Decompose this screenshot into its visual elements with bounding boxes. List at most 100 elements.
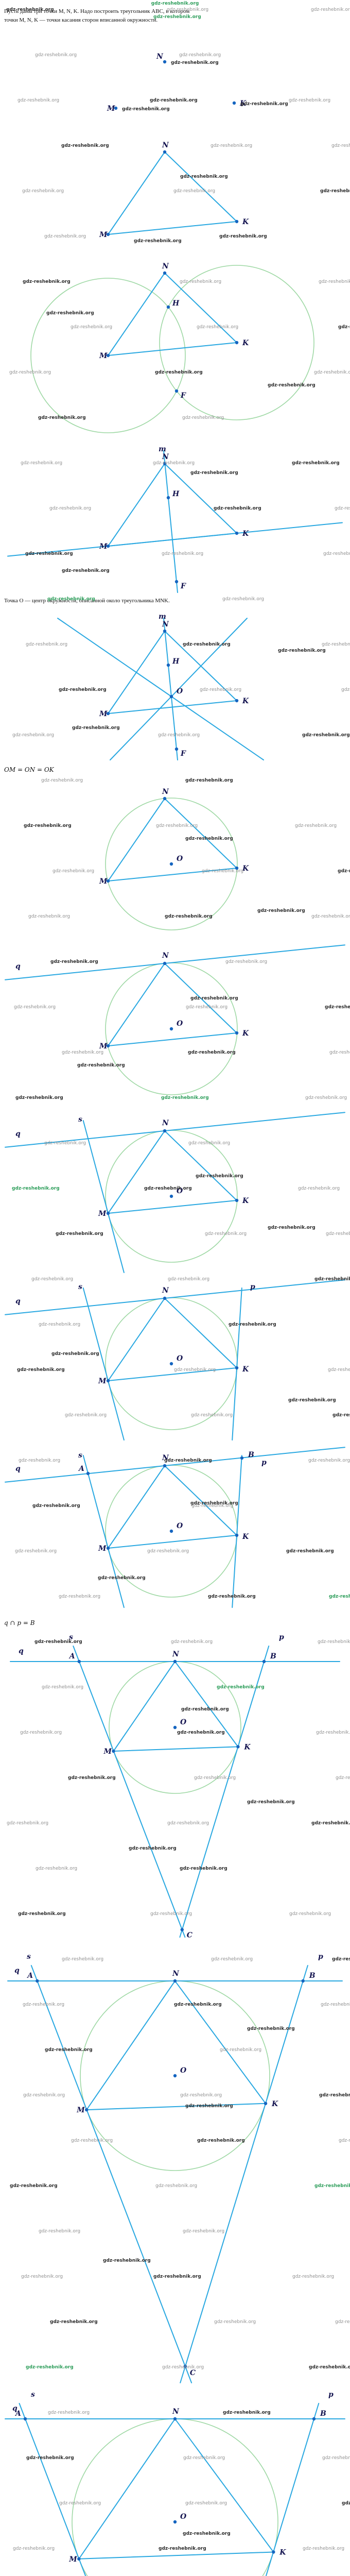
- point-label-F: F: [180, 392, 186, 400]
- construction-line: [108, 963, 165, 1046]
- point-label-N: N: [162, 1286, 169, 1295]
- point-dot-M: [112, 1749, 115, 1753]
- line-label-s: s: [31, 2391, 35, 2399]
- point-label-K: K: [242, 697, 249, 705]
- point-label-B: B: [248, 1451, 254, 1459]
- point-label-A: A: [14, 2410, 21, 2418]
- construction-line: [108, 1200, 237, 1214]
- point-dot-M: [77, 2557, 81, 2561]
- problem-statement: Пусть даны три точки M, N, K. Надо постр…: [4, 7, 346, 24]
- construction-line: [108, 868, 237, 882]
- point-dot-N: [163, 629, 167, 633]
- construction-line: [73, 1646, 186, 1938]
- construction-line: [57, 618, 264, 760]
- point-dot-O: [169, 694, 173, 699]
- construction-line: [164, 1298, 237, 1368]
- construction-line: [108, 221, 237, 235]
- construction-line: [19, 2403, 86, 2576]
- point-label-M: M: [76, 2106, 85, 2114]
- construction-line: [164, 963, 237, 1033]
- point-dot-A: [86, 1471, 90, 1476]
- point-dot-N: [163, 271, 167, 275]
- construction-line: [174, 1980, 266, 2104]
- construction-line: [164, 463, 237, 534]
- point-dot-N: [163, 1296, 167, 1300]
- construction-circle: [30, 278, 186, 433]
- construction-line: [164, 151, 237, 222]
- watermark: gdz-reshebnik.org: [268, 1225, 316, 1230]
- construction-circle: [72, 2418, 278, 2576]
- point-dot-K: [264, 2102, 268, 2105]
- line-label-q: q: [19, 1647, 24, 1655]
- point-dot-M: [106, 1211, 110, 1215]
- point-dot-N: [163, 961, 167, 965]
- point-dot-K: [235, 341, 239, 345]
- line-label-s: s: [69, 1633, 73, 1641]
- point-dot-M: [106, 1546, 110, 1550]
- point-dot-O: [173, 2074, 177, 2078]
- watermark: gdz-reshebnik.org: [134, 239, 182, 244]
- construction-line: [82, 1287, 125, 1440]
- construction-line: [78, 2418, 176, 2560]
- line-label-p: p: [279, 1633, 284, 1641]
- point-label-N: N: [162, 788, 169, 796]
- point-label-M: M: [99, 352, 108, 360]
- construction-line: [7, 522, 343, 557]
- point-label-N: N: [162, 620, 169, 629]
- watermark: gdz-reshebnik.org: [240, 101, 288, 107]
- point-label-H: H: [172, 490, 180, 498]
- diagram-points: NMKgdz-reshebnik.orggdz-reshebnik.orggdz…: [107, 53, 288, 113]
- point-label-N: N: [162, 141, 169, 149]
- construction-line: [82, 1455, 125, 1608]
- line-label-p: p: [261, 1459, 267, 1467]
- point-label-F: F: [180, 750, 186, 758]
- point-dot-O: [173, 1725, 177, 1730]
- point-dot-N: [163, 60, 167, 64]
- point-label-K: K: [242, 339, 249, 347]
- point-dot-K: [235, 531, 239, 535]
- point-dot-K: [235, 1533, 239, 1537]
- point-dot-N: [163, 1464, 167, 1468]
- point-dot-B: [240, 1456, 244, 1460]
- point-dot-M: [106, 879, 110, 883]
- point-label-K: K: [271, 2100, 278, 2108]
- line-label-s: s: [78, 1115, 82, 1124]
- watermark: gdz-reshebnik.org: [180, 174, 228, 179]
- point-dot-F: [174, 580, 179, 584]
- point-label-K: K: [242, 865, 249, 873]
- point-label-C: C: [187, 1931, 192, 1940]
- watermark-top: gdz-reshebnik.org: [151, 1, 199, 6]
- point-label-M: M: [68, 2555, 77, 2564]
- construction-line: [163, 618, 178, 760]
- problem-line-2: точки M, N, K — точки касания сторон впи…: [4, 16, 158, 23]
- construction-line: [113, 1746, 239, 1752]
- point-dot-N: [163, 796, 167, 801]
- point-label-B: B: [309, 1972, 316, 1980]
- construction-circle: [105, 798, 238, 930]
- point-label-K: K: [243, 1743, 251, 1751]
- point-label-K: K: [242, 1365, 249, 1374]
- point-label-O: O: [177, 855, 183, 863]
- point-dot-O: [169, 1362, 173, 1366]
- point-label-K: K: [279, 2549, 286, 2557]
- point-label-M: M: [99, 877, 108, 886]
- construction-line: [232, 1455, 242, 1608]
- construction-line: [164, 273, 237, 343]
- watermark: gdz-reshebnik.org: [190, 996, 238, 1001]
- point-label-O: O: [177, 1187, 183, 1195]
- watermark: gdz-reshebnik.org: [46, 311, 94, 316]
- point-label-O: O: [180, 1718, 187, 1726]
- construction-line: [86, 1980, 176, 2111]
- point-dot-A: [23, 2417, 27, 2421]
- point-label-N: N: [162, 1119, 169, 1127]
- watermark: gdz-reshebnik.org: [185, 2104, 233, 2109]
